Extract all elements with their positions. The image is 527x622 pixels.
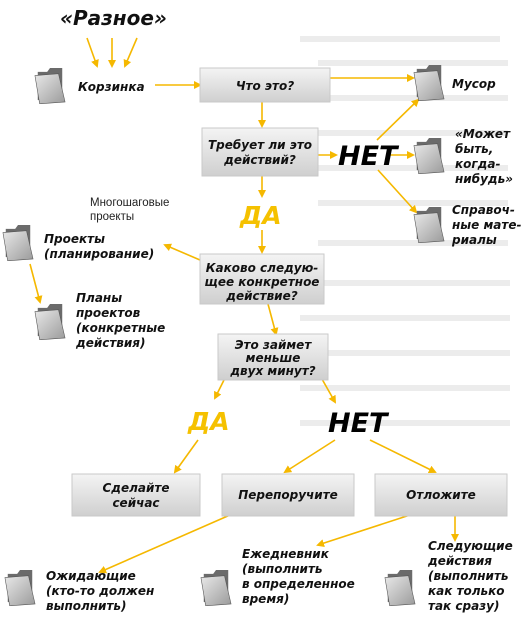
arrow-next-action-to-two-minutes [267, 303, 279, 336]
project-plans-folder-icon [34, 303, 66, 340]
arrow-no-to-delegate [283, 439, 336, 474]
arrow-next-action-to-projects [163, 243, 201, 261]
decision-yes-2: ДА [187, 407, 230, 436]
arrow-projects-to-plans [29, 263, 43, 304]
inbox-folder-icon [34, 67, 66, 104]
folder-calendar-line-2: (выполнить [242, 562, 323, 576]
projects-folder-icon [2, 224, 34, 261]
arrow-no-to-defer [369, 439, 437, 473]
folder-next-actions: Следующие действия (выполнить как только… [384, 539, 513, 613]
flow-arrows [29, 37, 459, 574]
folder-projects: Проекты (планирование) [2, 224, 154, 261]
folder-reference-line-3: риалы [451, 233, 497, 247]
folder-next-actions-line-1: Следующие [428, 539, 513, 553]
trash-folder-icon [413, 64, 445, 101]
folder-calendar-line-4: время) [242, 592, 289, 606]
node-next-action-line-1: Каково следую- [206, 261, 319, 275]
node-action-line-2: действий? [223, 153, 296, 167]
decision-no-1: НЕТ [338, 141, 400, 172]
decision-no-2: НЕТ [328, 408, 390, 439]
folder-calendar-line-3: в определенное [242, 577, 355, 591]
arrow-title-to-inbox-1 [86, 37, 99, 68]
node-two-minutes-line-1: Это займет [235, 338, 313, 352]
calendar-folder-icon [200, 569, 232, 606]
folder-trash: Мусор [413, 64, 496, 101]
folder-next-actions-line-4: как только [428, 584, 505, 598]
node-delegate-label: Перепоручите [238, 488, 338, 502]
folder-reference-line-1: Справоч- [452, 203, 515, 217]
multistep-projects-line-1: Многошаговые [90, 197, 169, 209]
folder-someday-line-4: нибудь» [455, 172, 513, 186]
multistep-projects-line-2: проекты [90, 211, 134, 223]
arrow-title-to-inbox-3 [123, 37, 138, 68]
folder-projects-line-2: (планирование) [44, 247, 154, 261]
node-next-action: Каково следую- щее конкретное действие? [199, 253, 325, 305]
node-what: Что это? [199, 67, 331, 103]
folder-project-plans-line-1: Планы [76, 291, 122, 305]
folder-waiting-line-1: Ожидающие [46, 569, 136, 583]
node-next-action-line-2: щее конкретное [205, 275, 320, 289]
folder-project-plans-line-2: проектов [76, 306, 141, 320]
folder-someday-line-2: быть, [455, 142, 493, 156]
folder-reference-line-2: ные мате- [452, 218, 521, 232]
diagram-title: «Разное» [60, 6, 167, 30]
node-what-label: Что это? [236, 79, 294, 93]
folder-waiting-line-3: выполнить) [46, 599, 127, 613]
folder-reference: Справоч- ные мате- риалы [413, 203, 521, 247]
folder-calendar: Ежедневник (выполнить в определенное вре… [200, 547, 355, 606]
folder-waiting: Ожидающие (кто-то должен выполнить) [4, 569, 154, 613]
folder-trash-label: Мусор [452, 77, 496, 91]
node-defer-label: Отложите [406, 488, 476, 502]
node-two-minutes-line-2: меньше [246, 351, 301, 365]
node-action-required: Требует ли это действий? [201, 127, 319, 177]
folder-next-actions-line-5: так сразу) [428, 599, 499, 613]
folder-project-plans-line-3: (конкретные [76, 321, 165, 335]
someday-folder-icon [413, 137, 445, 174]
folder-inbox-label: Корзинка [78, 80, 145, 94]
folder-waiting-line-2: (кто-то должен [46, 584, 154, 598]
arrow-delegate-to-waiting [98, 514, 231, 574]
folder-calendar-line-1: Ежедневник [242, 547, 330, 561]
folder-someday: «Может быть, когда- нибудь» [413, 127, 513, 186]
node-action-line-1: Требует ли это [208, 138, 312, 152]
next-actions-folder-icon [384, 569, 416, 606]
node-next-action-line-3: действие? [225, 289, 297, 303]
waiting-folder-icon [4, 569, 36, 606]
background-page-lines [300, 36, 510, 426]
arrow-no-to-trash [376, 98, 420, 141]
node-two-minutes: Это займет меньше двух минут? [217, 333, 329, 381]
node-do-now: Сделайте сейчас [71, 473, 201, 517]
node-delegate: Перепоручите [221, 473, 355, 517]
node-two-minutes-line-3: двух минут? [229, 364, 315, 378]
folder-next-actions-line-2: действия [427, 554, 492, 568]
folder-project-plans-line-4: действия) [75, 336, 146, 350]
folder-projects-line-1: Проекты [44, 232, 105, 246]
folder-someday-line-1: «Может [455, 127, 511, 141]
reference-folder-icon [413, 206, 445, 243]
arrow-defer-to-calendar [316, 514, 411, 547]
node-do-now-line-2: сейчас [112, 496, 159, 510]
arrow-no-to-reference [377, 169, 418, 214]
arrow-yes-to-do-now [173, 439, 199, 474]
node-defer: Отложите [374, 473, 508, 517]
node-do-now-line-1: Сделайте [102, 481, 169, 495]
folder-inbox: Корзинка [34, 67, 145, 104]
folder-project-plans: Планы проектов (конкретные действия) [34, 291, 165, 350]
folder-next-actions-line-3: (выполнить [428, 569, 509, 583]
folder-someday-line-3: когда- [455, 157, 500, 171]
decision-yes-1: ДА [239, 201, 282, 230]
